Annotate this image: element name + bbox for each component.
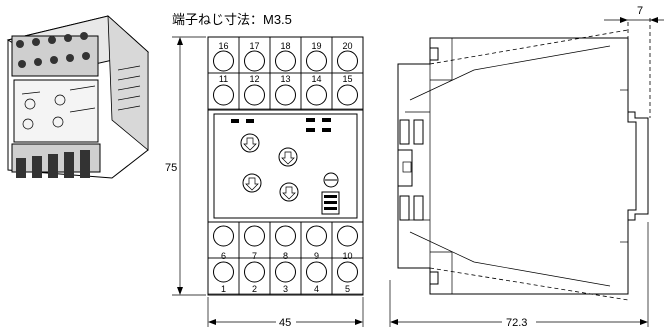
rail-offset-value: 7 bbox=[637, 5, 643, 17]
terminal-screw bbox=[244, 84, 265, 106]
terminal-number: 9 bbox=[314, 251, 319, 261]
terminal-number: 11 bbox=[219, 74, 228, 84]
terminal-number: 6 bbox=[221, 251, 226, 261]
terminal: 16 bbox=[207, 36, 240, 74]
terminal-number: 18 bbox=[280, 41, 290, 51]
height-value: 75 bbox=[165, 162, 177, 174]
terminal-number: 13 bbox=[280, 74, 290, 84]
terminal-number: 2 bbox=[252, 284, 257, 294]
terminal: 3 bbox=[269, 257, 302, 295]
terminal-block-top: 16 17 18 19 20 11 12 13 14 15 bbox=[207, 36, 364, 110]
terminal-screw bbox=[337, 50, 358, 72]
terminal-screw bbox=[213, 225, 234, 247]
width-dimension: 45 bbox=[207, 297, 364, 329]
terminal: 14 bbox=[300, 72, 333, 110]
terminal: 18 bbox=[269, 36, 302, 74]
depth-value: 72.3 bbox=[506, 317, 527, 329]
depth-dimension: 72.3 bbox=[389, 222, 649, 329]
reset-button bbox=[323, 172, 339, 188]
terminal-screw bbox=[244, 225, 265, 247]
terminal-screw bbox=[213, 261, 234, 283]
side-view bbox=[397, 18, 651, 301]
terminal-number: 15 bbox=[342, 74, 352, 84]
terminal-screw bbox=[337, 261, 358, 283]
terminal: 17 bbox=[238, 36, 271, 74]
adjust-knob bbox=[240, 133, 260, 153]
terminal: 6 bbox=[207, 221, 240, 261]
terminal: 10 bbox=[331, 221, 364, 261]
terminal-number: 3 bbox=[283, 284, 288, 294]
terminal-screw bbox=[306, 261, 327, 283]
terminal-number: 16 bbox=[218, 41, 228, 51]
terminal: 7 bbox=[238, 221, 271, 261]
terminal-number: 19 bbox=[311, 41, 321, 51]
terminal: 19 bbox=[300, 36, 333, 74]
terminal-number: 5 bbox=[345, 284, 350, 294]
adjust-knob bbox=[279, 182, 299, 202]
rail-offset-dimension: 7 bbox=[604, 5, 664, 23]
terminal-screw bbox=[275, 261, 296, 283]
terminal-screw bbox=[306, 84, 327, 106]
width-value: 45 bbox=[279, 317, 291, 329]
terminal-number: 10 bbox=[342, 251, 352, 261]
terminal-screw bbox=[244, 50, 265, 72]
terminal-number: 14 bbox=[311, 74, 321, 84]
adjust-knob bbox=[242, 173, 262, 193]
terminal: 20 bbox=[331, 36, 364, 74]
height-dimension: 75 bbox=[165, 36, 206, 296]
terminal: 2 bbox=[238, 257, 271, 295]
terminal-screw bbox=[306, 50, 327, 72]
terminal-screw bbox=[337, 225, 358, 247]
terminal-number: 20 bbox=[342, 41, 352, 51]
terminal: 4 bbox=[300, 257, 333, 295]
terminal-number: 1 bbox=[221, 284, 226, 294]
terminal: 5 bbox=[331, 257, 364, 295]
adjust-knob bbox=[278, 147, 298, 167]
terminal-screw bbox=[306, 225, 327, 247]
terminal: 15 bbox=[331, 72, 364, 110]
terminal: 1 bbox=[207, 257, 240, 295]
terminal-number: 12 bbox=[249, 74, 259, 84]
terminal-screw-note: 端子ねじ寸法：M3.5 bbox=[172, 12, 292, 27]
terminal-screw bbox=[244, 261, 265, 283]
terminal-screw bbox=[337, 84, 358, 106]
terminal-number: 4 bbox=[314, 284, 319, 294]
terminal-screw bbox=[275, 84, 296, 106]
terminal: 12 bbox=[238, 72, 271, 110]
terminal-number: 7 bbox=[252, 251, 257, 261]
terminal: 13 bbox=[269, 72, 302, 110]
terminal: 8 bbox=[269, 221, 302, 261]
terminal-screw bbox=[213, 50, 234, 72]
terminal-block-bottom: 6 7 8 9 10 1 2 3 4 5 bbox=[207, 221, 364, 295]
dip-switch bbox=[321, 191, 340, 215]
terminal-screw bbox=[275, 50, 296, 72]
terminal-number: 17 bbox=[249, 41, 259, 51]
product-photo bbox=[6, 15, 150, 179]
terminal: 11 bbox=[207, 72, 240, 110]
terminal: 9 bbox=[300, 221, 333, 261]
photo-terminal-block-bottom bbox=[11, 143, 101, 178]
terminal-screw bbox=[275, 225, 296, 247]
terminal-screw bbox=[213, 84, 234, 106]
photo-terminal-block-top bbox=[11, 32, 99, 77]
terminal-number: 8 bbox=[283, 251, 288, 261]
